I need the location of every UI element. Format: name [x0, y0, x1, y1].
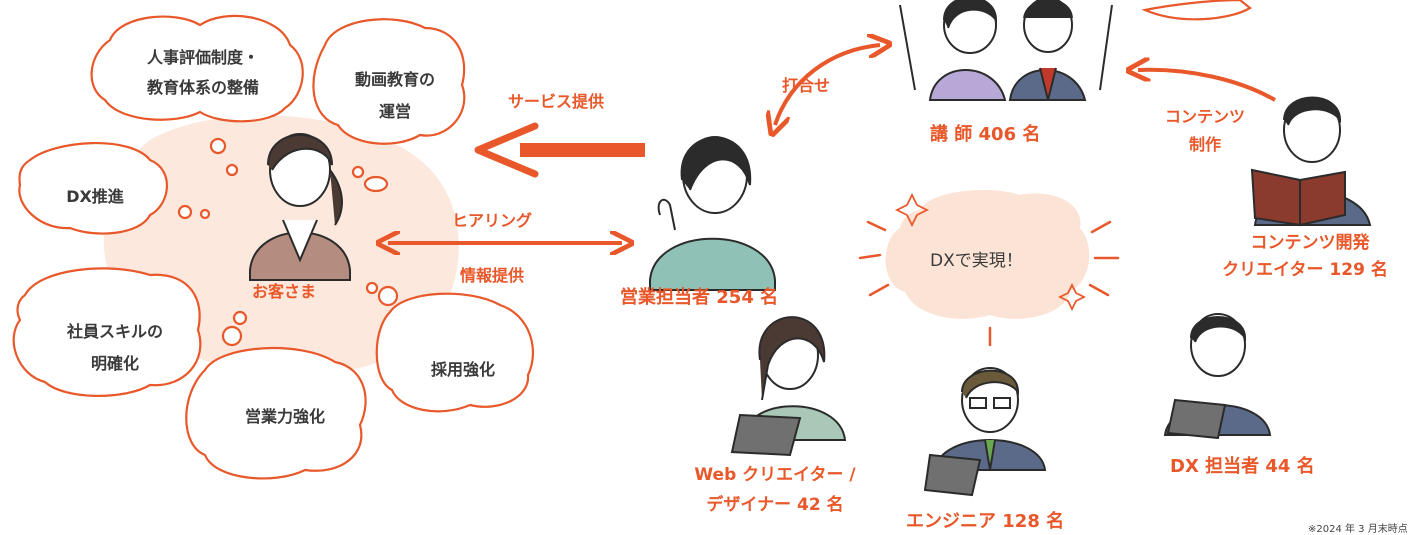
footnote: ※2024 年 3 月末時点 — [1308, 524, 1408, 535]
meeting-label: 打合せ — [782, 76, 831, 95]
center-cloud-text: DXで実現！ — [930, 251, 1023, 271]
bubble-skill-line-2: 明確化 — [90, 354, 139, 373]
customer-label: お客さま — [252, 282, 317, 301]
bubble-recruiting — [375, 292, 535, 413]
bubble-hr-system — [90, 14, 304, 123]
content-creator-label-1: コンテンツ開発 — [1250, 233, 1370, 253]
contents-arrow — [1138, 70, 1276, 102]
bubble-video-line-2: 運営 — [378, 102, 411, 121]
service-arrow — [474, 122, 645, 178]
sparkle-icon — [1057, 282, 1087, 312]
contents-label-2: 制作 — [1188, 135, 1221, 154]
web-creator-illustration — [730, 316, 847, 457]
instructors-illustration — [899, 0, 1122, 105]
bubble-dx-text: DX推進 — [66, 187, 124, 206]
bubble-video-education — [312, 18, 466, 145]
bubble-hr-line-1: 人事評価制度・ — [146, 48, 259, 67]
sales-illustration — [649, 136, 776, 291]
sparkle-icon — [894, 192, 930, 228]
service-label: サービス提供 — [508, 92, 605, 111]
speech-bubble — [1141, 0, 1252, 21]
dx-staff-illustration — [1163, 313, 1272, 440]
contents-label-1: コンテンツ — [1164, 107, 1245, 126]
center-cloud — [885, 190, 1090, 319]
web-creator-label-1: Web クリエイター / — [694, 465, 856, 485]
bubble-hr-line-2: 教育体系の整備 — [146, 78, 259, 97]
info-label: 情報提供 — [460, 266, 525, 285]
bubble-sales-power — [185, 347, 367, 480]
engineer-count-label: エンジニア 128 名 — [906, 511, 1065, 532]
instructors-count-label: 講 師 406 名 — [930, 124, 1041, 145]
customer-illustration — [249, 133, 351, 281]
bubble-skill — [12, 267, 202, 397]
bubble-sales-power-text: 営業力強化 — [244, 407, 325, 426]
content-creator-illustration — [1250, 96, 1372, 227]
meeting-arrow — [775, 45, 880, 125]
bubble-dx — [18, 142, 168, 235]
bubble-video-line-1: 動画教育の — [354, 70, 435, 89]
engineer-illustration — [923, 367, 1047, 497]
sales-count-label: 営業担当者 254 名 — [620, 287, 779, 308]
bubble-recruiting-text: 採用強化 — [430, 360, 495, 379]
dx-staff-count-label: DX 担当者 44 名 — [1170, 456, 1315, 477]
bubble-skill-line-1: 社員スキルの — [66, 322, 163, 341]
content-creator-label-2: クリエイター 129 名 — [1222, 260, 1388, 280]
web-creator-label-2: デザイナー 42 名 — [706, 495, 844, 515]
hearing-label: ヒアリング — [452, 211, 533, 230]
